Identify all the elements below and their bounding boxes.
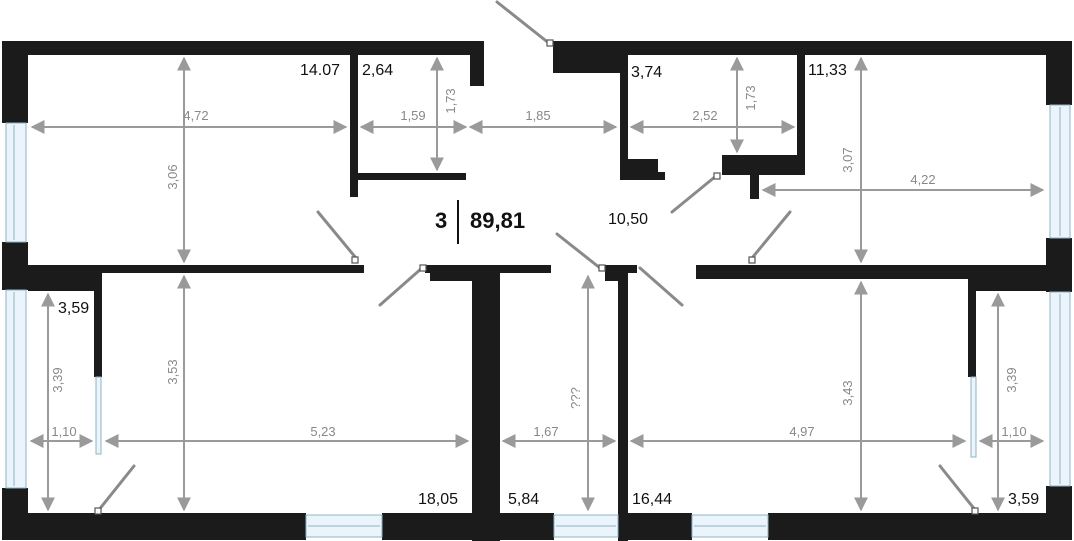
area-balcony-left: 3,59 [58,300,89,317]
area-balcony-right: 3,59 [1008,491,1039,508]
apartment-summary: 3 89,81 [435,200,525,244]
dim-label: 1,59 [400,108,425,123]
dim-label: 3,43 [840,380,855,405]
doors [96,0,978,513]
dim-label: 1,10 [1001,424,1026,439]
area-bath-bottom: 5,84 [508,491,539,508]
area-wc-top: 2,64 [362,62,393,79]
dim-label: 1,85 [525,108,550,123]
area-room-bottom-left: 18,05 [418,491,458,508]
area-room-top-right: 11,33 [808,62,847,79]
dim-label: 3,07 [840,147,855,172]
windows [5,104,1071,538]
dimension-labels: 4,72 3,06 1,59 1,73 1,85 2,52 1,73 3,07 … [50,85,1027,439]
dim-label: 4,22 [910,172,935,187]
dim-label: 3,39 [1004,367,1019,392]
area-hall: 10,50 [608,211,648,228]
dim-label: 1,73 [743,85,758,110]
dim-label: 4,72 [183,108,208,123]
dim-label: 5,23 [310,424,335,439]
room-count: 3 [435,208,447,233]
room-area-labels: 14.07 2,64 3,74 11,33 10,50 3,59 18,05 5… [58,62,1039,508]
door-hinges [94,39,979,515]
dim-label: 2,52 [692,108,717,123]
area-room-top-left: 14.07 [300,62,340,79]
total-area: 89,81 [470,208,525,233]
area-room-bottom-right: 16,44 [632,491,672,508]
summary-divider [457,200,459,244]
dim-label: 4,97 [789,424,814,439]
area-bath-top: 3,74 [631,64,662,81]
dim-label: 1,10 [51,424,76,439]
dim-label: 1,67 [533,424,558,439]
walls [2,41,1072,541]
dim-label: 3,53 [165,359,180,384]
dimension-lines [29,56,1045,512]
dim-label: 3,39 [50,367,65,392]
dim-label: 3,06 [165,164,180,189]
dim-label: ??? [568,387,583,409]
dim-label: 1,73 [443,88,458,113]
